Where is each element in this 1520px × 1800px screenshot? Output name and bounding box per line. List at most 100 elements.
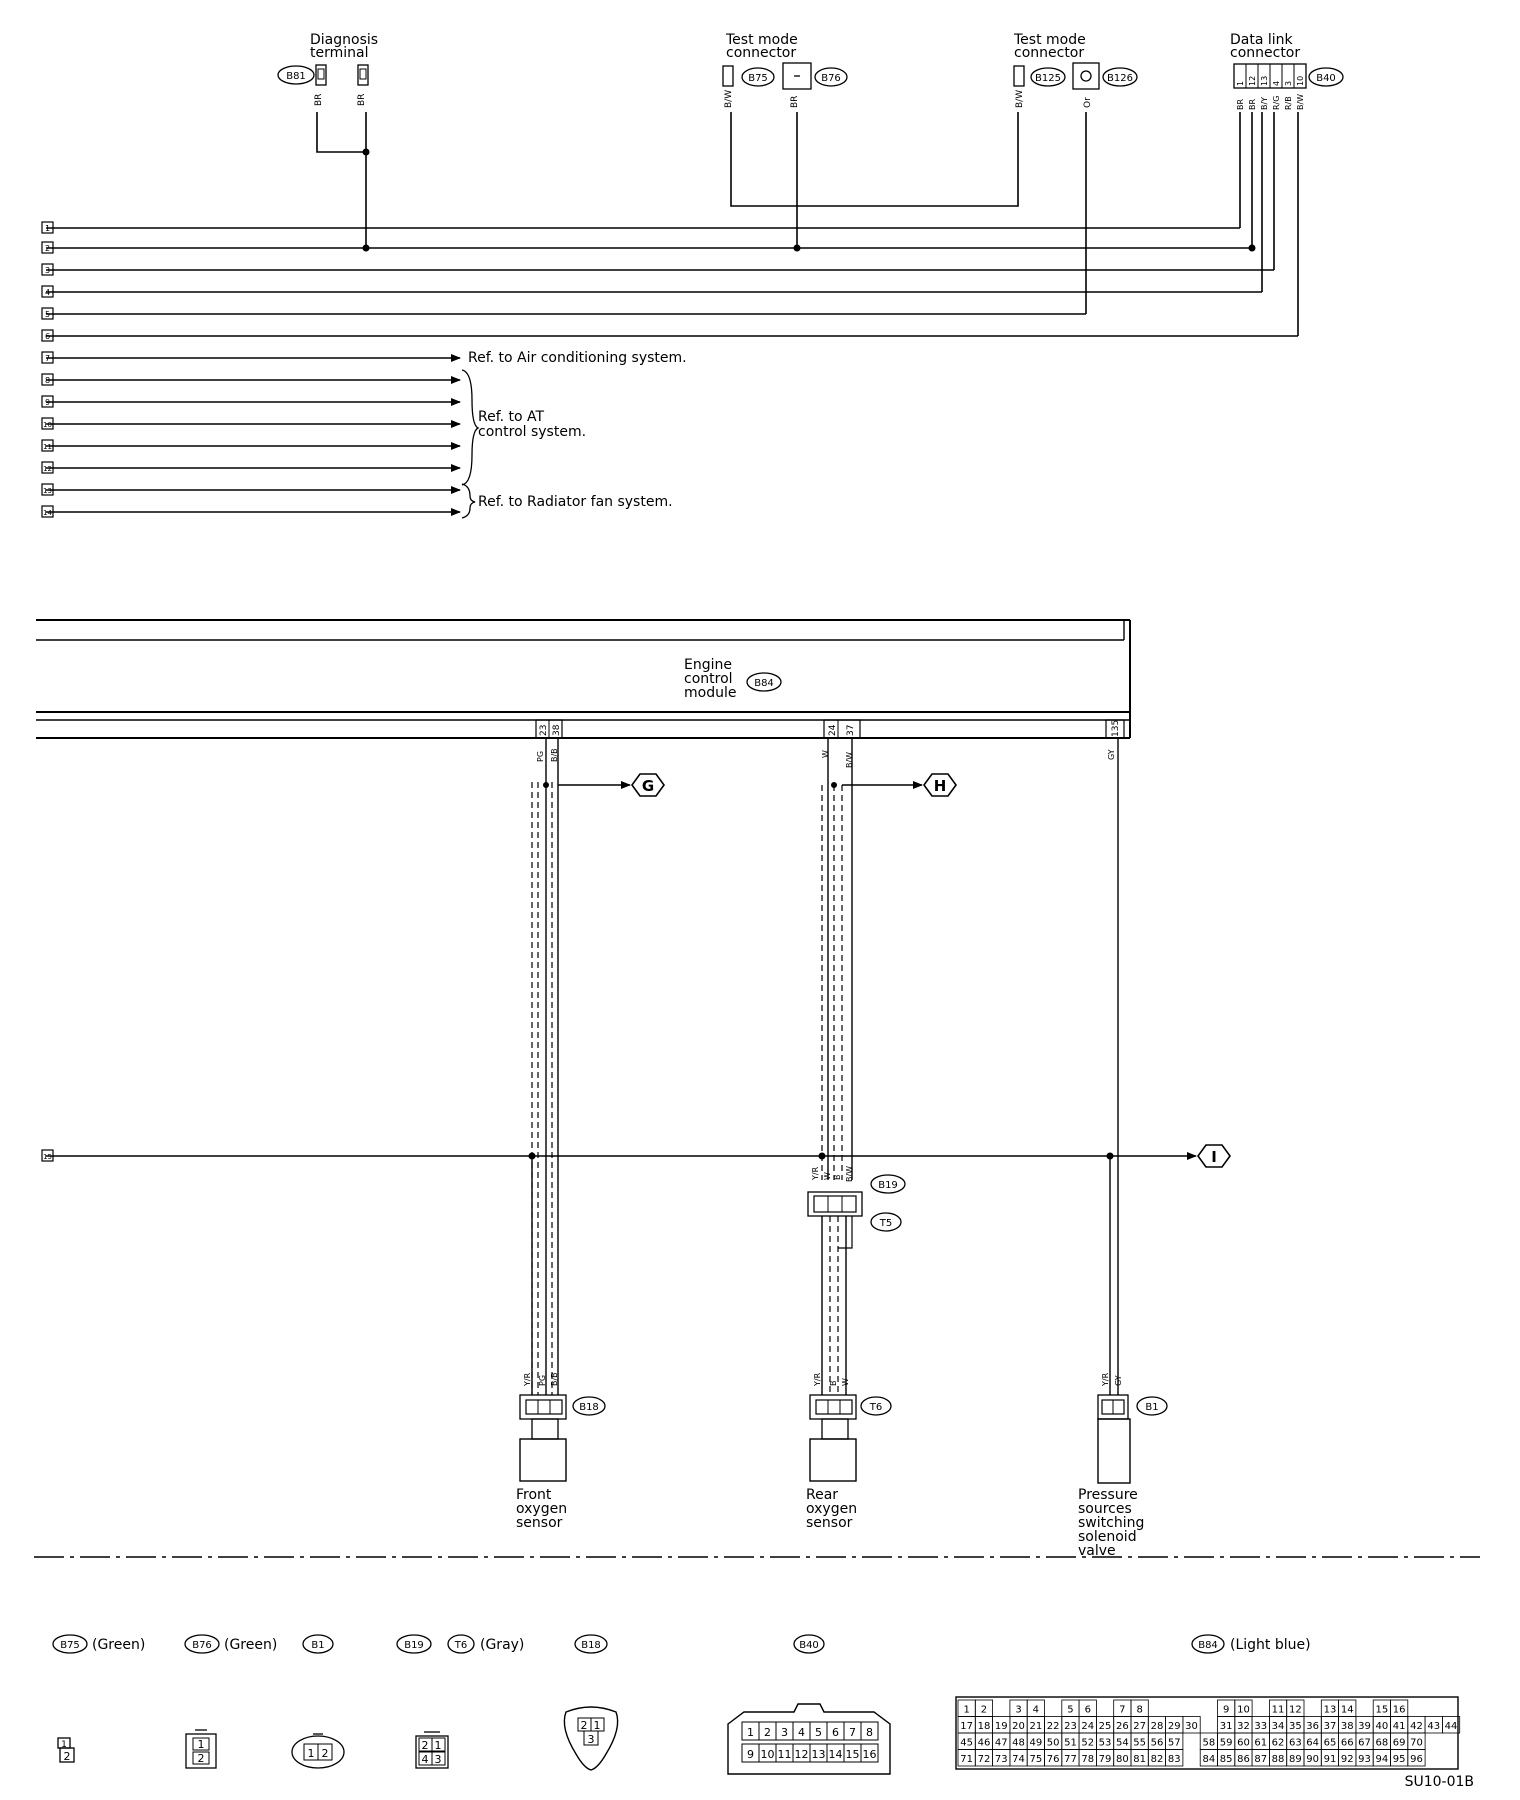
svg-text:3: 3 (45, 266, 50, 275)
b84-pin: 23 (1064, 1721, 1077, 1732)
b84-pin: 65 (1324, 1738, 1337, 1749)
svg-text:4: 4 (1272, 81, 1281, 86)
b84-pin: 41 (1393, 1721, 1406, 1732)
b84-pin: 7 (1119, 1705, 1125, 1716)
b84-pin: 39 (1358, 1721, 1371, 1732)
b84-pin: 8 (1136, 1705, 1142, 1716)
b84-pin: 49 (1029, 1738, 1042, 1749)
b84-pin: 44 (1445, 1721, 1458, 1732)
svg-text:G: G (642, 777, 654, 795)
svg-text:switching: switching (1078, 1515, 1144, 1531)
connector-h: H (923, 773, 957, 797)
b84-pin: 38 (1341, 1721, 1354, 1732)
svg-text:valve: valve (1078, 1543, 1116, 1559)
svg-text:B19: B19 (404, 1640, 424, 1651)
b84-pin: 83 (1168, 1754, 1181, 1765)
svg-text:B84: B84 (1198, 1640, 1218, 1651)
b84-pin: 70 (1410, 1738, 1423, 1749)
svg-text:GY: GY (1107, 749, 1116, 760)
svg-text:4: 4 (422, 1753, 429, 1766)
svg-text:B: B (829, 1381, 838, 1387)
svg-text:Or: Or (1083, 97, 1093, 108)
b84-pin: 86 (1237, 1754, 1250, 1765)
svg-text:T6: T6 (869, 1402, 882, 1413)
b40-pin: 8 (866, 1726, 873, 1739)
ref-at-system: Ref. to AT (478, 409, 545, 425)
b84-pin: 17 (960, 1721, 973, 1732)
b84-pin: 58 (1202, 1738, 1215, 1749)
b84-pin: 37 (1324, 1721, 1337, 1732)
test-mode-connector-2: Test mode connector B125 B126 B/W Or (1013, 32, 1138, 108)
svg-text:B/W: B/W (1296, 94, 1305, 110)
b84-pin: 11 (1272, 1705, 1285, 1716)
svg-text:6: 6 (45, 332, 50, 341)
b84-pin: 72 (978, 1754, 991, 1765)
b40-pin: 1 (747, 1726, 754, 1739)
svg-text:B/Y: B/Y (1260, 97, 1269, 110)
svg-text:connector: connector (1014, 45, 1084, 61)
rear-oxygen-sensor: Y/R B W T6 Rear oxygen sensor (806, 1372, 892, 1531)
svg-text:2: 2 (581, 1719, 588, 1732)
connector-i: I (1197, 1144, 1231, 1168)
svg-text:15: 15 (43, 1153, 52, 1161)
ref-radiator-fan: Ref. to Radiator fan system. (478, 494, 673, 510)
svg-text:PG: PG (538, 1375, 547, 1386)
svg-text:H: H (934, 777, 947, 795)
bus-number-boxes: 1 2 3 4 5 6 7 8 9 10 11 12 13 14 (41, 221, 54, 518)
b84-pin: 52 (1081, 1738, 1094, 1749)
b84-pin: 42 (1410, 1721, 1423, 1732)
svg-text:3: 3 (588, 1733, 595, 1746)
svg-text:B18: B18 (581, 1640, 601, 1651)
b84-pin: 54 (1116, 1738, 1129, 1749)
b84-pin: 63 (1289, 1738, 1302, 1749)
b84-pin: 21 (1029, 1721, 1042, 1732)
svg-text:Rear: Rear (806, 1487, 838, 1503)
b84-pin: 5 (1067, 1705, 1073, 1716)
top-wiring (46, 112, 1299, 516)
b40-pin: 4 (798, 1726, 805, 1739)
svg-text:R/G: R/G (1272, 96, 1281, 110)
b84-pin: 61 (1254, 1738, 1267, 1749)
b84-pin: 56 (1151, 1738, 1164, 1749)
b84-pin: 71 (960, 1754, 973, 1765)
svg-text:13: 13 (43, 487, 52, 495)
b84-pin: 78 (1081, 1754, 1094, 1765)
svg-text:B76: B76 (192, 1640, 212, 1651)
b40-pin: 10 (761, 1748, 775, 1761)
b84-pin: 95 (1393, 1754, 1406, 1765)
svg-text:11: 11 (43, 443, 52, 451)
b84-pin: 66 (1341, 1738, 1354, 1749)
b84-pin: 81 (1133, 1754, 1146, 1765)
b125-code: B125 (1035, 73, 1061, 84)
engine-control-module: Engine control module B84 23 38 24 37 13… (36, 619, 1131, 768)
b84-pin: 69 (1393, 1738, 1406, 1749)
svg-text:1: 1 (1236, 81, 1245, 86)
svg-text:Pressure: Pressure (1078, 1487, 1138, 1503)
b84-pin: 90 (1306, 1754, 1319, 1765)
front-oxygen-sensor: Y/R PG B/B B18 Front oxygen sensor (516, 1372, 606, 1531)
b84-pin: 94 (1375, 1754, 1388, 1765)
junction-dots (362, 148, 1256, 252)
svg-text:135: 135 (1111, 720, 1121, 737)
connector-g: G (631, 773, 665, 797)
b84-pin: 45 (960, 1738, 973, 1749)
b84-pin: 67 (1358, 1738, 1371, 1749)
b84-pin: 77 (1064, 1754, 1077, 1765)
b84-pin: 93 (1358, 1754, 1371, 1765)
svg-text:connector: connector (1230, 45, 1300, 61)
b40-pin: 5 (815, 1726, 822, 1739)
b81-code: B81 (286, 71, 306, 82)
b84-pin: 73 (995, 1754, 1008, 1765)
b40-pin: 15 (846, 1748, 860, 1761)
svg-text:(Light blue): (Light blue) (1230, 1637, 1311, 1653)
b84-pin: 53 (1099, 1738, 1112, 1749)
b84-pin: 35 (1289, 1721, 1302, 1732)
svg-text:Y/R: Y/R (523, 1372, 532, 1387)
svg-text:B1: B1 (311, 1640, 324, 1651)
b84-pin: 64 (1306, 1738, 1319, 1749)
svg-text:5: 5 (45, 310, 50, 319)
svg-text:BR: BR (1248, 99, 1257, 110)
svg-text:37: 37 (846, 725, 856, 736)
b84-pin: 19 (995, 1721, 1008, 1732)
